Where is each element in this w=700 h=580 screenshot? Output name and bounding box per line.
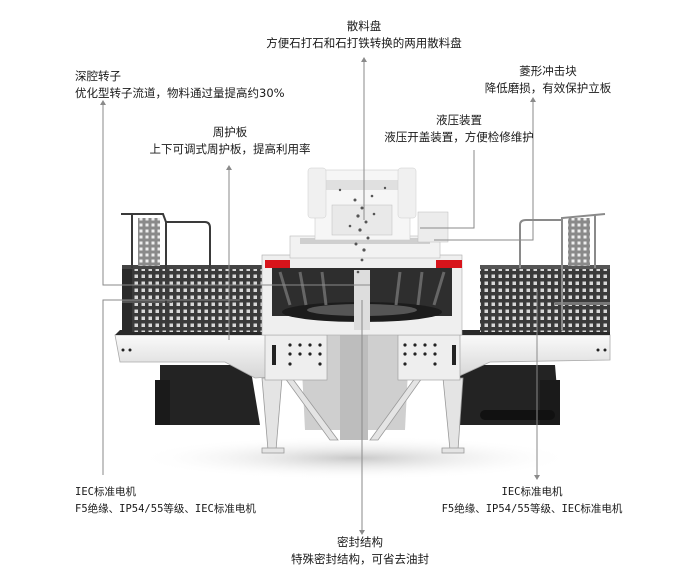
- red-accent-left: [265, 260, 290, 268]
- callout-motor-left: IEC标准电机 F5绝缘、IP54/55等级、IEC标准电机: [75, 484, 256, 518]
- lower-frame: [155, 365, 560, 425]
- callout-desc: F5绝缘、IP54/55等级、IEC标准电机: [75, 503, 256, 515]
- callout-impact-block: 菱形冲击块 降低磨损，有效保护立板: [478, 63, 618, 97]
- leader-arrows: [100, 57, 540, 535]
- callout-distributor: 散料盘 方便石打石和石打铁转换的两用散料盘: [264, 18, 464, 52]
- callout-motor-right: IEC标准电机 F5绝缘、IP54/55等级、IEC标准电机: [432, 484, 632, 518]
- callout-guard-plate: 周护板 上下可调式周护板，提高利用率: [140, 124, 320, 158]
- callout-desc: F5绝缘、IP54/55等级、IEC标准电机: [441, 503, 623, 515]
- center-body: [300, 330, 410, 440]
- callout-desc: 方便石打石和石打铁转换的两用散料盘: [266, 36, 462, 50]
- callout-desc: 液压开盖装置，方便检修维护: [384, 130, 534, 144]
- red-accent-right: [436, 260, 462, 268]
- callout-title: IEC标准电机: [501, 486, 563, 498]
- callout-title: 密封结构: [337, 535, 383, 549]
- callout-title: 深腔转子: [75, 69, 121, 83]
- callout-desc: 降低磨损，有效保护立板: [484, 81, 612, 95]
- callout-desc: 上下可调式周护板，提高利用率: [149, 142, 311, 156]
- callout-hydraulic: 液压装置 液压开盖装置，方便检修维护: [374, 112, 544, 146]
- callout-desc: 优化型转子流道，物料通过量提高约30%: [75, 86, 285, 100]
- callout-title: 周护板: [212, 125, 248, 139]
- callout-title: 液压装置: [436, 113, 482, 127]
- leader-lines: [102, 62, 538, 530]
- callout-desc: 特殊密封结构，可省去油封: [291, 552, 429, 566]
- left-platform: [115, 213, 272, 335]
- ground-shadow: [135, 436, 575, 480]
- callout-title: 菱形冲击块: [519, 64, 577, 78]
- callout-title: 散料盘: [346, 19, 382, 33]
- callout-seal: 密封结构 特殊密封结构，可省去油封: [280, 534, 440, 568]
- main-beam: [114, 334, 611, 381]
- callout-rotor: 深腔转子 优化型转子流道，物料通过量提高约30%: [75, 68, 285, 102]
- callout-title: IEC标准电机: [75, 486, 136, 498]
- right-platform: [440, 213, 610, 335]
- top-housing: [289, 167, 449, 274]
